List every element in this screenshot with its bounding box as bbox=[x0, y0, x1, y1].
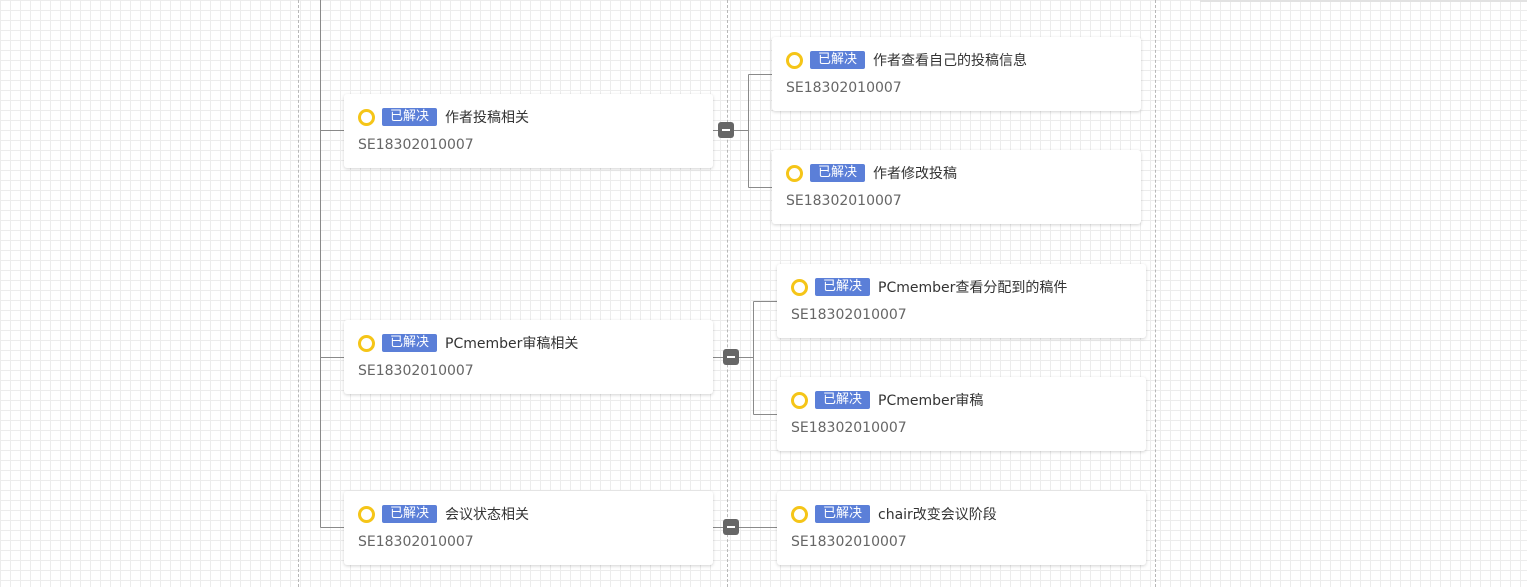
subtopic-card[interactable]: 已解决 作者修改投稿 SE18302010007 bbox=[772, 150, 1141, 224]
status-badge: 已解决 bbox=[382, 108, 438, 126]
status-ring-icon bbox=[786, 51, 803, 69]
subtopic-id: SE18302010007 bbox=[786, 80, 902, 96]
panel-edge bbox=[1200, 0, 1527, 2]
topic-title: PCmember审稿相关 bbox=[445, 336, 579, 352]
collapse-button[interactable] bbox=[718, 122, 734, 138]
subtopic-title: chair改变会议阶段 bbox=[878, 507, 997, 523]
subtopic-id: SE18302010007 bbox=[791, 534, 907, 550]
topic-card[interactable]: 已解决 PCmember审稿相关 SE18302010007 bbox=[344, 320, 713, 394]
status-badge: 已解决 bbox=[382, 505, 438, 523]
status-ring-icon bbox=[358, 334, 375, 352]
subtopic-title: PCmember审稿 bbox=[878, 393, 984, 409]
collapse-button[interactable] bbox=[723, 519, 739, 535]
topic-title: 作者投稿相关 bbox=[445, 110, 530, 126]
topic-card[interactable]: 已解决 会议状态相关 SE18302010007 bbox=[344, 491, 713, 565]
subtopic-card[interactable]: 已解决 作者查看自己的投稿信息 SE18302010007 bbox=[772, 37, 1141, 111]
subtopic-id: SE18302010007 bbox=[786, 193, 902, 209]
column-divider bbox=[727, 0, 728, 587]
status-badge: 已解决 bbox=[382, 334, 438, 352]
subtopic-card[interactable]: 已解决 PCmember查看分配到的稿件 SE18302010007 bbox=[777, 264, 1146, 338]
status-badge: 已解决 bbox=[810, 51, 866, 69]
status-ring-icon bbox=[786, 164, 803, 182]
subtopic-title: 作者查看自己的投稿信息 bbox=[873, 53, 1028, 69]
status-ring-icon bbox=[791, 505, 808, 523]
subtopic-id: SE18302010007 bbox=[791, 307, 907, 323]
subtopic-id: SE18302010007 bbox=[791, 420, 907, 436]
status-badge: 已解决 bbox=[815, 505, 871, 523]
status-ring-icon bbox=[358, 505, 375, 523]
topic-title: 会议状态相关 bbox=[445, 507, 530, 523]
topic-id: SE18302010007 bbox=[358, 363, 474, 379]
status-ring-icon bbox=[791, 278, 808, 296]
subtopic-card[interactable]: 已解决 chair改变会议阶段 SE18302010007 bbox=[777, 491, 1146, 565]
collapse-button[interactable] bbox=[723, 349, 739, 365]
subtopic-title: 作者修改投稿 bbox=[873, 166, 958, 182]
topic-id: SE18302010007 bbox=[358, 534, 474, 550]
subtopic-title: PCmember查看分配到的稿件 bbox=[878, 280, 1068, 296]
status-ring-icon bbox=[791, 391, 808, 409]
status-badge: 已解决 bbox=[815, 278, 871, 296]
topic-id: SE18302010007 bbox=[358, 137, 474, 153]
status-ring-icon bbox=[358, 108, 375, 126]
status-badge: 已解决 bbox=[810, 164, 866, 182]
column-divider bbox=[1155, 0, 1156, 587]
topic-card[interactable]: 已解决 作者投稿相关 SE18302010007 bbox=[344, 94, 713, 168]
column-divider bbox=[298, 0, 299, 587]
subtopic-card[interactable]: 已解决 PCmember审稿 SE18302010007 bbox=[777, 377, 1146, 451]
status-badge: 已解决 bbox=[815, 391, 871, 409]
